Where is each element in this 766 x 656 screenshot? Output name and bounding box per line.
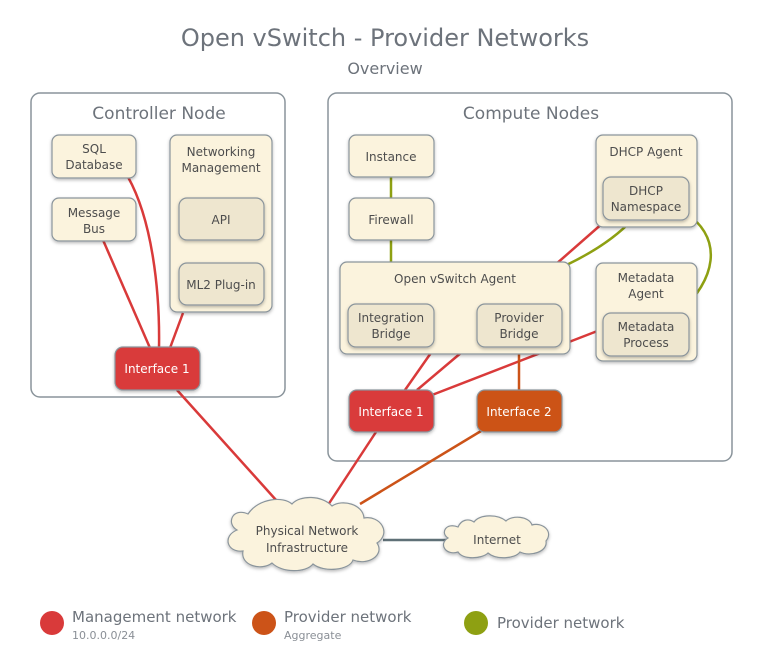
integration-bridge-label-1: Integration [358, 311, 424, 325]
physical-network-cloud: Physical Network Infrastructure [227, 496, 385, 572]
dhcp-agent-box: DHCP Agent DHCP Namespace [595, 134, 698, 228]
networking-management-label-1: Networking [187, 145, 256, 159]
instance-box: Instance [348, 134, 435, 178]
link-ml2-interface1 [168, 312, 185, 349]
legend-item-provider-aggregate: Provider network Aggregate [252, 608, 412, 642]
internet-label: Internet [473, 533, 521, 547]
physical-network-label-2: Infrastructure [266, 541, 348, 555]
firewall-label: Firewall [368, 213, 413, 227]
internet-cloud: Internet [443, 515, 550, 559]
controller-interface1: Interface 1 [114, 346, 201, 391]
instance-label: Instance [365, 150, 416, 164]
provider-bridge-label-2: Bridge [499, 327, 538, 341]
message-bus-box: Message Bus [51, 197, 137, 242]
dhcp-namespace-label-1: DHCP [629, 184, 663, 198]
metadata-process-label-2: Process [623, 336, 669, 350]
controller-node-title: Controller Node [92, 104, 225, 124]
ml2-plugin-label: ML2 Plug-in [186, 278, 256, 292]
link-compute-if1-physical [326, 431, 378, 506]
metadata-agent-label-1: Metadata [618, 271, 675, 285]
legend-item-provider: Provider network [464, 611, 625, 635]
metadata-agent-label-2: Agent [628, 287, 664, 301]
integration-bridge-label-2: Bridge [371, 327, 410, 341]
compute-nodes-title: Compute Nodes [463, 104, 599, 124]
link-compute-if2-physical [359, 426, 487, 506]
sql-database-label-2: Database [65, 158, 122, 172]
legend-provider-aggregate-sub: Aggregate [284, 629, 342, 642]
metadata-process-box: Metadata Process [602, 312, 690, 357]
ovs-agent-label: Open vSwitch Agent [394, 272, 516, 286]
legend-management-sub: 10.0.0.0/24 [72, 629, 135, 642]
networking-management-label-2: Management [181, 161, 260, 175]
provider-bridge-box: Provider Bridge [476, 303, 563, 348]
link-bus-interface1 [101, 239, 152, 349]
message-bus-label-2: Bus [83, 222, 105, 236]
physical-network-label-1: Physical Network [256, 524, 359, 538]
networking-management-box: Networking Management API ML2 Plug-in [169, 134, 273, 313]
link-ovs-dhcp [554, 221, 605, 266]
sql-database-label-1: SQL [82, 142, 106, 156]
metadata-agent-box: Metadata Agent Metadata Process [595, 262, 698, 362]
link-sql-interface1 [126, 176, 161, 349]
page-subtitle: Overview [347, 59, 422, 78]
metadata-process-label-1: Metadata [618, 320, 675, 334]
compute-interface2: Interface 2 [476, 389, 563, 433]
sql-database-box: SQL Database [51, 134, 137, 179]
compute-interface2-label: Interface 2 [486, 405, 551, 419]
link-compute-if1-ovs-b [416, 351, 463, 391]
message-bus-label-1: Message [68, 206, 121, 220]
legend: Management network 10.0.0.0/24 Provider … [40, 608, 625, 642]
link-compute-if1-metadata [431, 328, 601, 397]
controller-interface1-label: Interface 1 [124, 362, 189, 376]
compute-interface1: Interface 1 [348, 389, 435, 433]
page-title: Open vSwitch - Provider Networks [181, 24, 589, 52]
api-box: API [178, 197, 265, 241]
compute-interface1-label: Interface 1 [358, 405, 423, 419]
provider-bridge-label-1: Provider [494, 311, 543, 325]
legend-provider-aggregate-label: Provider network [284, 608, 412, 626]
ml2-plugin-box: ML2 Plug-in [178, 262, 265, 306]
integration-bridge-box: Integration Bridge [347, 303, 435, 348]
link-compute-if1-ovs-a [403, 349, 435, 391]
legend-provider-label: Provider network [497, 614, 625, 632]
ovs-agent-box: Open vSwitch Agent Integration Bridge Pr… [339, 261, 571, 355]
api-label: API [212, 213, 231, 227]
dhcp-agent-label: DHCP Agent [609, 145, 683, 159]
legend-management-label: Management network [72, 608, 237, 626]
dhcp-namespace-label-2: Namespace [611, 200, 682, 214]
link-controller-physical [176, 389, 277, 501]
firewall-box: Firewall [348, 197, 435, 241]
legend-item-management: Management network 10.0.0.0/24 [40, 608, 237, 642]
dhcp-namespace-box: DHCP Namespace [602, 176, 690, 221]
